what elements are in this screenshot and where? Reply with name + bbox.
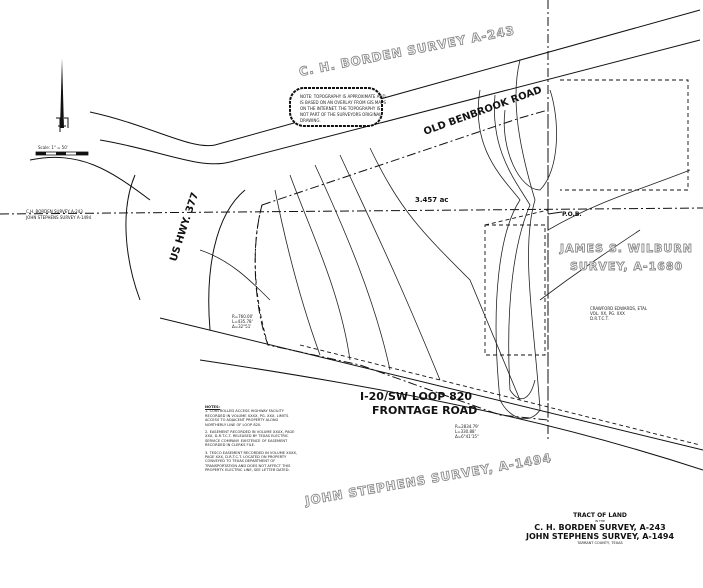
svg-text:DRAWING.: DRAWING. [300,118,321,123]
frontage-curve-data: R=2834.79' L=330.88' Δ=6°41'15" [455,424,479,439]
pob-label: P.O.B. [562,211,582,218]
tract-boundary [254,109,549,421]
wilburn-survey-label-1: JAMES S. WILBURN [559,242,693,255]
old-benbrook-road [29,9,701,201]
north-arrow-icon [56,58,69,132]
wilburn-survey-label-2: SURVEY, A-1680 [570,260,683,273]
survey-line-horizontal [0,207,703,215]
svg-text:Δ=6°41'15": Δ=6°41'15" [455,434,479,439]
tract-curve [254,204,269,346]
title-line-1: TRACT OF LAND [573,512,627,519]
svg-text:Δ=32°51': Δ=32°51' [232,324,251,329]
topo-note: NOTE: TOPOGRAPHY IS APPROXIMATE AND IS B… [300,94,387,123]
svg-text:D.R.T.C.T.: D.R.T.C.T. [590,316,609,321]
svg-text:CRAWFORD EDWARDS, ETAL: CRAWFORD EDWARDS, ETAL [590,306,648,311]
frontage-road-label-2: FRONTAGE ROAD [372,404,477,417]
area-label: 3.457 ac [415,196,448,204]
note-2: 2. EASEMENT RECORDED IN VOLUME XXXX, PAG… [205,430,295,448]
title-line-4: JOHN STEPHENS SURVEY, A-1494 [525,532,675,541]
svg-text:NOTE: TOPOGRAPHY IS APPROXIMAT: NOTE: TOPOGRAPHY IS APPROXIMATE AND [300,94,386,99]
us-hwy-label: US HWY. 377 [168,191,201,263]
old-benbrook-road-label: OLD BENBROOK ROAD [422,85,543,138]
adjacent-tract [560,79,689,191]
svg-text:R=760.00': R=760.00' [232,314,253,319]
frontage-road [159,317,703,471]
scale-bar [35,151,89,156]
svg-text:ON THE INTERNET. THE TOPOGRAPH: ON THE INTERNET. THE TOPOGRAPHY IS [300,106,381,111]
us-hwy-377 [125,174,246,331]
svg-text:L=330.88': L=330.88' [455,429,476,434]
survey-line-label-2: JOHN STEPHENS SURVEY A-1494 [25,215,92,220]
adjacent-owner: CRAWFORD EDWARDS, ETAL VOL. XX, PG. XXX … [590,306,648,321]
svg-text:R=2834.79': R=2834.79' [455,424,479,429]
svg-text:VOL. XX, PG. XXX: VOL. XX, PG. XXX [590,311,625,316]
curve-data: R=760.00' L=435.78' Δ=32°51' [232,314,253,329]
title-line-2: IN THE [594,519,606,523]
topo-note-cloud [289,87,383,127]
frontage-road-label-1: I-20/SW LOOP 820 [360,390,472,403]
survey-line-label-1: C.H. BORDEN SURVEY A-243 [26,209,83,214]
scale-label: Scale: 1" = 50' [38,145,68,150]
note-1: 1. CONTROLLED ACCESS HIGHWAY FACILITY RE… [205,409,289,427]
svg-text:NOT PART OF THE SURVEYORS ORIG: NOT PART OF THE SURVEYORS ORIGINAL [300,112,382,117]
title-block: TRACT OF LAND IN THE C. H. BORDEN SURVEY… [500,512,700,545]
easement-area [484,224,546,356]
note-3: 3. TESCO EASEMENT RECORDED IN VOLUME XXX… [205,450,298,473]
title-line-3: C. H. BORDEN SURVEY, A-243 [534,523,666,532]
title-line-5: TARRANT COUNTY, TEXAS [577,541,623,545]
svg-text:L=435.78': L=435.78' [232,319,253,324]
topographic-contours [199,59,691,420]
notes-heading: NOTES: [205,405,220,409]
stephens-survey-label: JOHN STEPHENS SURVEY, A-1494 [303,451,553,508]
notes-block: NOTES: 1. CONTROLLED ACCESS HIGHWAY FACI… [205,405,300,473]
svg-text:IS BASED ON AN OVERLAY FROM GI: IS BASED ON AN OVERLAY FROM GIS MAPS [300,100,387,105]
